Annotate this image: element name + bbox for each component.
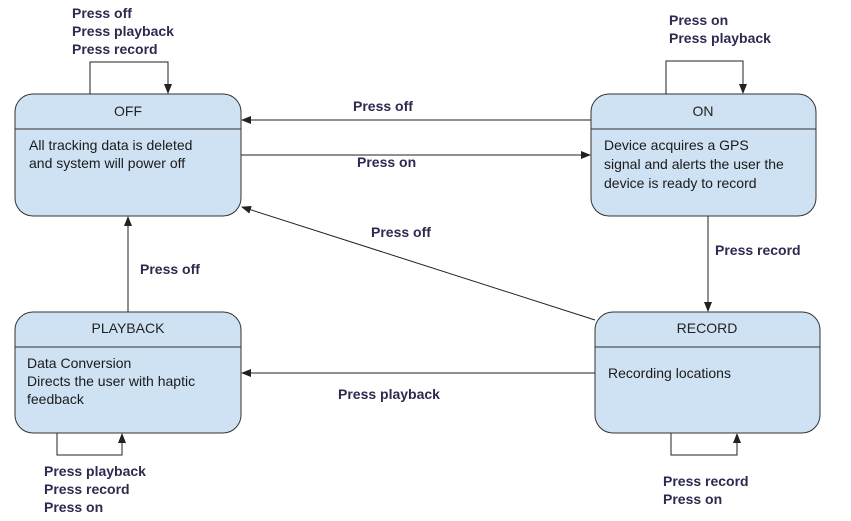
state-off-title: OFF (114, 103, 142, 119)
state-on-title: ON (693, 103, 714, 119)
state-record-desc-line: Recording locations (608, 365, 731, 381)
state-on: ON Device acquires a GPS signal and aler… (590, 93, 817, 217)
state-on-desc-line: signal and alerts the user the (604, 156, 784, 172)
state-on-box (590, 93, 817, 217)
transition-record-to-playback-label: Press playback (338, 386, 440, 402)
transition-record-to-off-label: Press off (371, 224, 431, 240)
self-loop-on-arrow (665, 60, 747, 94)
transition-on-to-record-label: Press record (715, 242, 801, 258)
self-loop-playback-arrow (56, 433, 126, 456)
self-loop-on-label: Press on (669, 12, 728, 28)
state-off-desc-line: and system will power off (29, 155, 185, 171)
state-playback-desc-line: Data Conversion (27, 355, 131, 371)
self-loop-record-arrow (670, 433, 741, 456)
state-on-desc-line: device is ready to record (604, 175, 757, 191)
state-playback: PLAYBACK Data Conversion Directs the use… (14, 311, 242, 434)
state-record: RECORD Recording locations (594, 311, 821, 434)
state-playback-desc-line: feedback (27, 391, 85, 407)
self-loop-off-label: Press record (72, 41, 158, 57)
state-playback-desc-line: Directs the user with haptic (27, 373, 195, 389)
self-loop-record-label: Press record (663, 473, 749, 489)
self-loop-off-arrow (89, 61, 172, 94)
state-off-desc-line: All tracking data is deleted (29, 137, 192, 153)
self-loop-playback-label: Press record (44, 481, 130, 497)
state-on-desc-line: Device acquires a GPS (604, 137, 749, 153)
self-loop-on-label: Press playback (669, 30, 771, 46)
self-loop-playback-label: Press playback (44, 463, 146, 479)
self-loop-record-label: Press on (663, 491, 722, 507)
state-playback-title: PLAYBACK (92, 320, 166, 336)
transition-record-to-off-arrow (241, 205, 596, 321)
self-loop-playback-label: Press on (44, 499, 103, 515)
transition-off-to-on-label: Press on (357, 154, 416, 170)
self-loop-off-label: Press off (72, 5, 132, 21)
self-loop-off-label: Press playback (72, 23, 174, 39)
state-off: OFF All tracking data is deleted and sys… (14, 93, 242, 217)
transition-playback-to-off-label: Press off (140, 261, 200, 277)
state-record-title: RECORD (677, 320, 738, 336)
transition-on-to-off-label: Press off (353, 98, 413, 114)
